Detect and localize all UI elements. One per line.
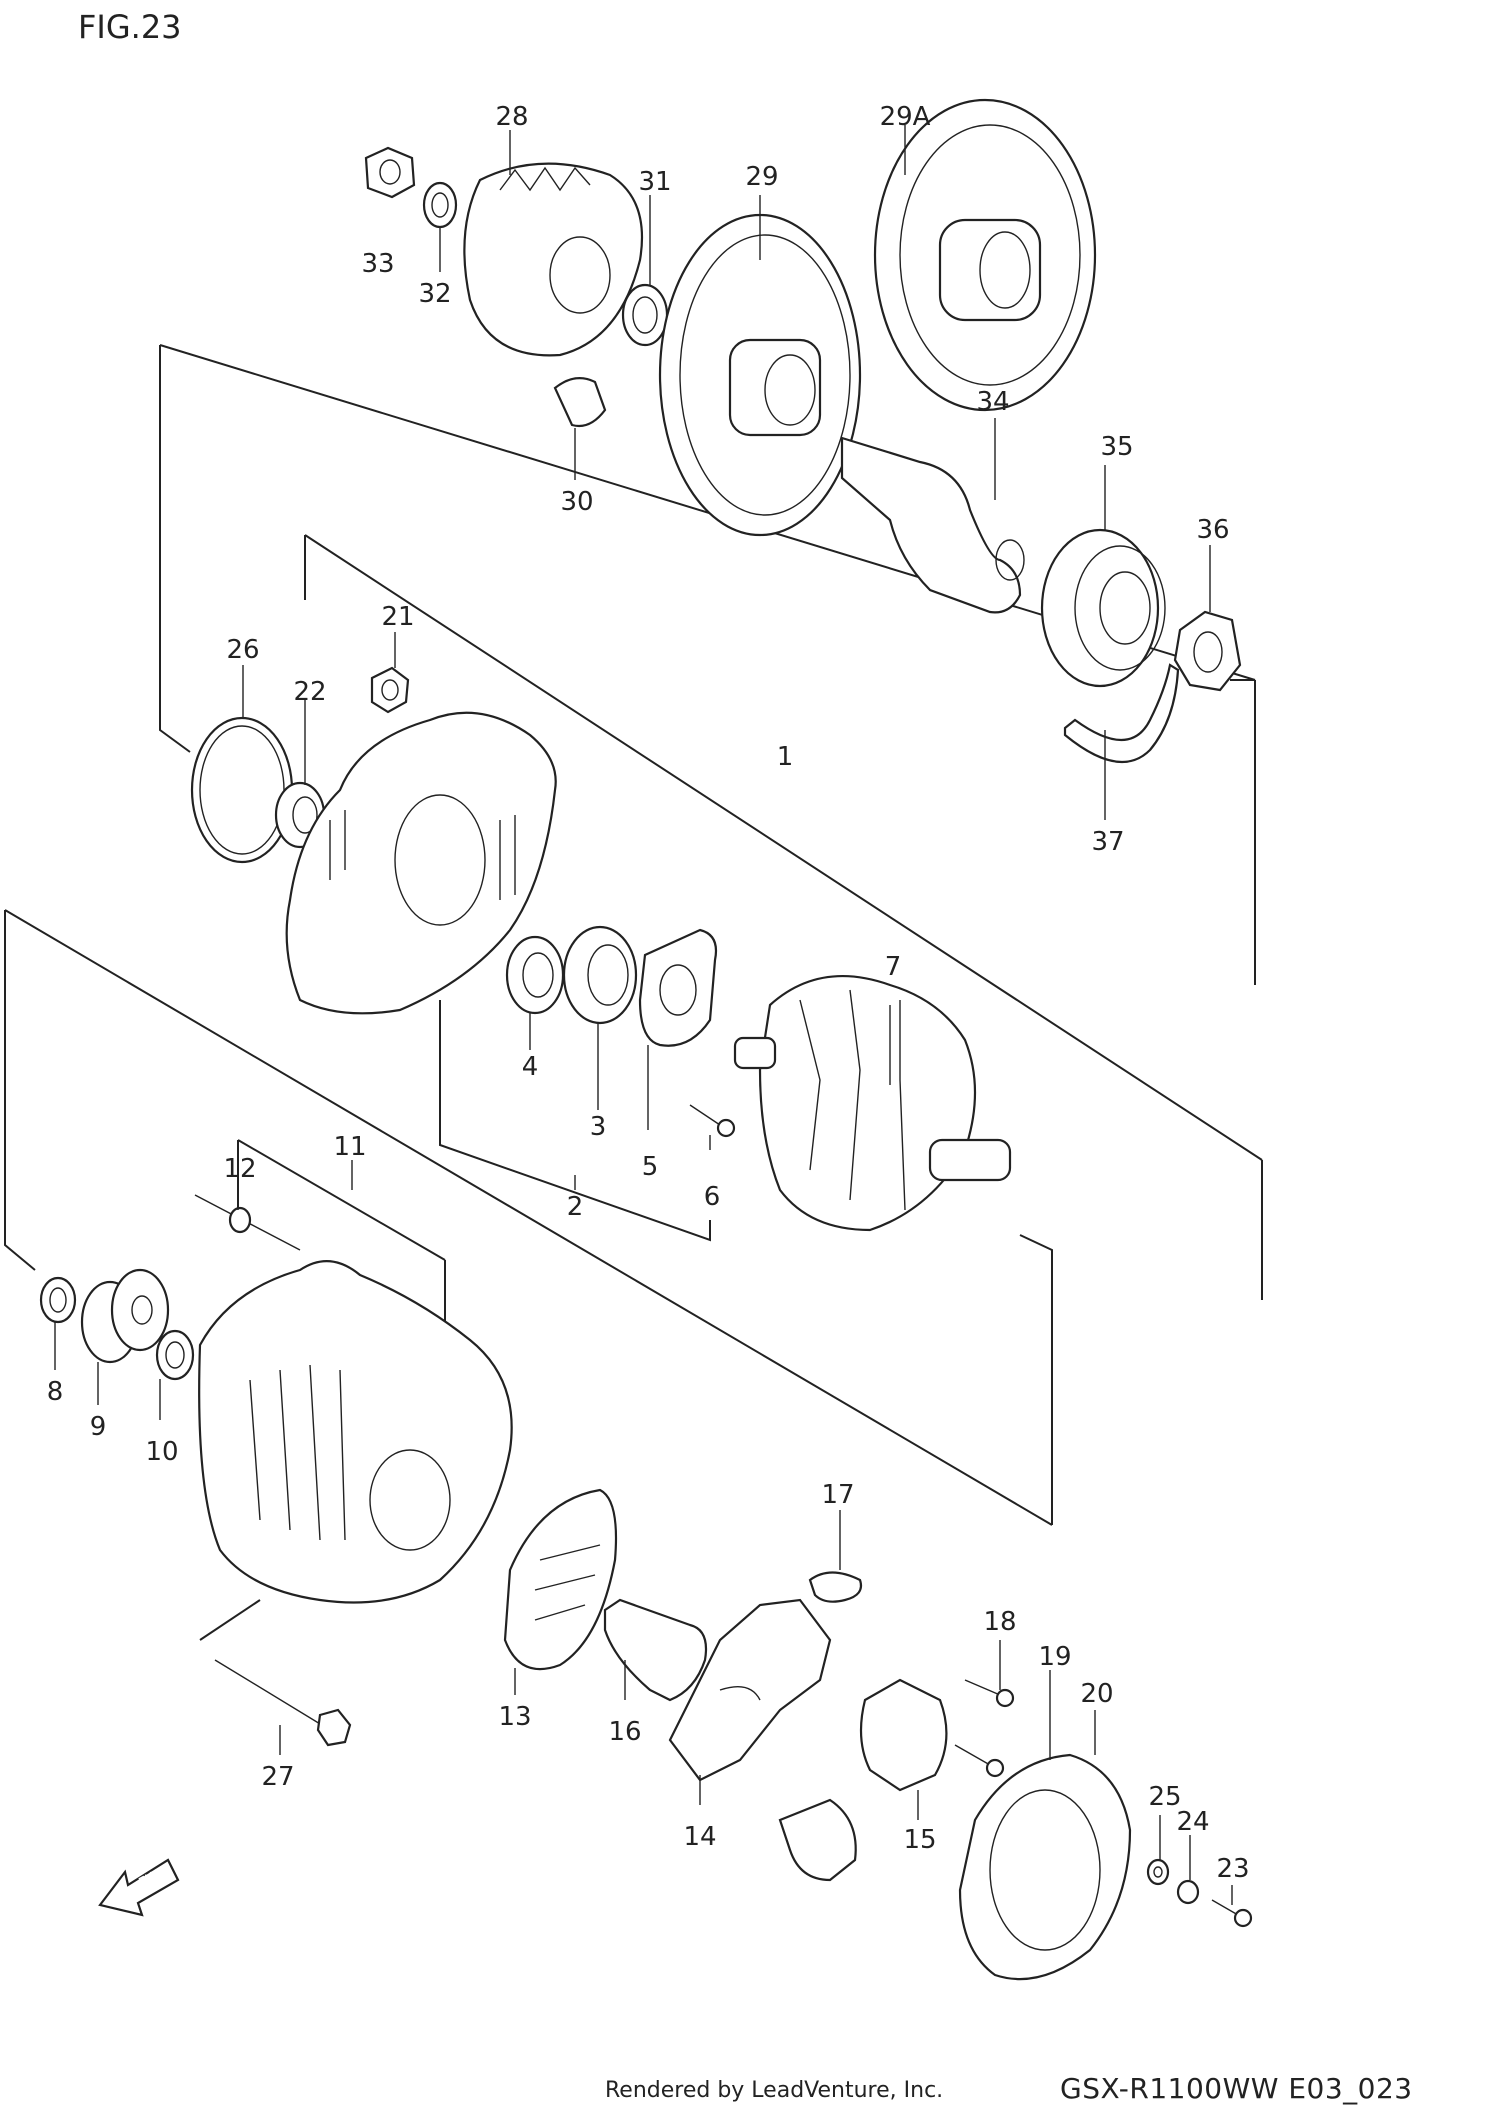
- part-27-bolt: [214, 1659, 352, 1747]
- part-28-clutch-gear: [463, 162, 644, 357]
- part-4-seal: [505, 935, 565, 1015]
- part-37-circlip: [1063, 663, 1180, 764]
- part-21-nut: [370, 666, 410, 714]
- callout-36: 36: [1196, 515, 1229, 545]
- fwd-arrow: FWD: [98, 1858, 180, 1917]
- part-7-rotor: [733, 975, 1012, 1232]
- callout-3: 3: [590, 1112, 607, 1142]
- callout-11: 11: [333, 1132, 366, 1162]
- callout-29A: 29A: [880, 102, 931, 132]
- part-34-shaft: [840, 436, 1025, 614]
- part-32-washer: [422, 181, 458, 229]
- callout-9: 9: [90, 1412, 107, 1442]
- callout-25: 25: [1148, 1782, 1181, 1812]
- part-29A-gear: [873, 98, 1097, 412]
- callout-19: 19: [1038, 1642, 1071, 1672]
- part-19-screw: [954, 1744, 1005, 1778]
- part-23-screw: [1211, 1899, 1253, 1928]
- callout-24: 24: [1176, 1807, 1209, 1837]
- part-16-terminal: [603, 1598, 708, 1702]
- part-12-stud: [194, 1194, 301, 1251]
- callout-26: 26: [226, 635, 259, 665]
- callout-15: 15: [903, 1825, 936, 1855]
- part-6-screw: [689, 1104, 736, 1138]
- leader-lines: [54, 125, 1233, 1905]
- part-3-bearing: [562, 925, 638, 1025]
- part-11-housing-rear: [198, 1260, 513, 1604]
- callout-29: 29: [745, 162, 778, 192]
- callout-20: 20: [1080, 1679, 1113, 1709]
- part-24-lock-washer: [1176, 1879, 1200, 1905]
- figure-title: FIG.23: [78, 8, 182, 46]
- callout-10: 10: [145, 1437, 178, 1467]
- callout-28: 28: [495, 102, 528, 132]
- callout-12: 12: [223, 1154, 256, 1184]
- part-30-roller: [553, 377, 607, 428]
- callout-34: 34: [976, 387, 1009, 417]
- part-31-washer: [621, 283, 669, 347]
- part-20-end-cover: [958, 1753, 1132, 1981]
- callout-13: 13: [498, 1702, 531, 1732]
- callout-labels: 28 29A 33 31 29 32 30 34 35 36 37 21 26 …: [47, 102, 1250, 1884]
- part-17-clip: [808, 1571, 863, 1603]
- callout-37: 37: [1091, 827, 1124, 857]
- callout-35: 35: [1100, 432, 1133, 462]
- footer-model-code: GSX-R1100WW E03_023: [1060, 2072, 1413, 2105]
- callout-33: 33: [361, 249, 394, 279]
- part-13-regulator-cover: [503, 1488, 618, 1671]
- part-14-brush-holder: [668, 1598, 832, 1782]
- callout-7: 7: [885, 952, 902, 982]
- callout-6: 6: [704, 1182, 721, 1212]
- part-33-nut: [364, 146, 416, 199]
- callout-4: 4: [522, 1052, 539, 1082]
- part-housing-front: [285, 711, 557, 1015]
- callout-8: 8: [47, 1377, 64, 1407]
- callout-30: 30: [560, 487, 593, 517]
- part-35-bearing: [1040, 528, 1166, 688]
- part-29-gear: [658, 213, 862, 537]
- callout-32: 32: [418, 279, 451, 309]
- callout-18: 18: [983, 1607, 1016, 1637]
- part-36-nut: [1173, 610, 1242, 692]
- part-9-bearing: [80, 1268, 170, 1364]
- callout-23: 23: [1216, 1854, 1249, 1884]
- callout-31: 31: [638, 167, 671, 197]
- part-18-screw: [964, 1679, 1015, 1708]
- callout-16: 16: [608, 1717, 641, 1747]
- callout-2: 2: [567, 1192, 584, 1222]
- part-15-regulator: [778, 1678, 948, 1882]
- part-26-o-ring: [190, 716, 294, 864]
- callout-17: 17: [821, 1480, 854, 1510]
- callout-1: 1: [777, 742, 794, 772]
- callout-14: 14: [683, 1822, 716, 1852]
- callout-27: 27: [261, 1762, 294, 1792]
- part-25-washer: [1146, 1858, 1170, 1886]
- footer-rendered-by: Rendered by LeadVenture, Inc.: [605, 2078, 944, 2103]
- callout-22: 22: [293, 677, 326, 707]
- part-10-seal: [155, 1329, 195, 1381]
- part-8-washer: [39, 1276, 77, 1324]
- callout-5: 5: [642, 1152, 659, 1182]
- callout-21: 21: [381, 602, 414, 632]
- part-5-plate: [638, 928, 718, 1047]
